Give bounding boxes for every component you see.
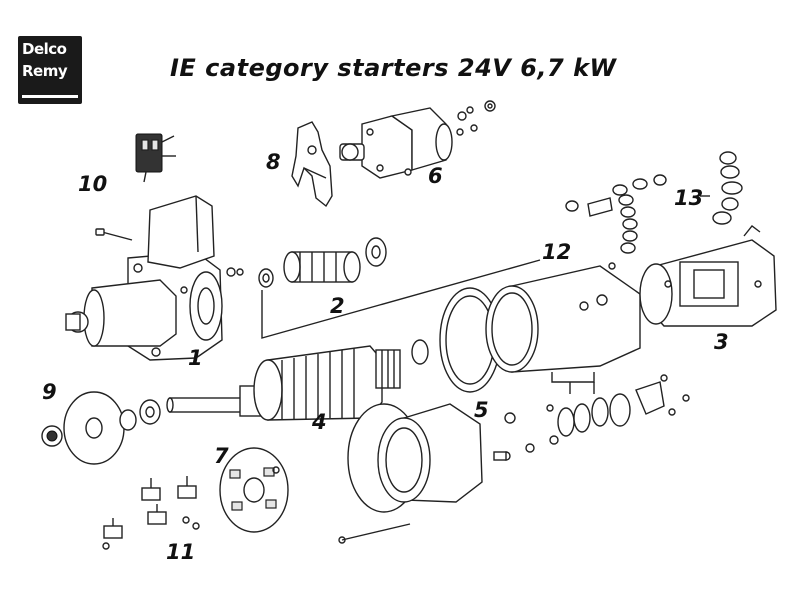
part-1-drive-housing [65, 195, 244, 361]
callout-4: 4 [312, 410, 327, 434]
part-7-brush-plate [219, 447, 289, 533]
part-10-terminal-block [135, 133, 176, 183]
part-6-solenoid [339, 100, 496, 179]
logo-line-1: Delco [22, 40, 67, 58]
callout-6: 6 [428, 164, 443, 188]
part-2-pinion-drive [258, 237, 387, 288]
logo-line-2: Remy [22, 62, 68, 80]
part-seal-rings [546, 372, 690, 437]
callout-3: 3 [714, 330, 729, 354]
callout-13: 13 [674, 186, 704, 210]
part-13-terminal-hardware [700, 151, 743, 225]
callout-1: 1 [188, 346, 203, 370]
callout-2: 2 [330, 294, 345, 318]
callout-9: 9 [42, 380, 57, 404]
delco-remy-logo: Delco Remy [18, 36, 82, 104]
part-5-pole-frame [338, 403, 559, 544]
logo-underline [22, 95, 78, 98]
part-12-washer-stack [565, 174, 667, 254]
part-3-end-frame [639, 225, 777, 327]
callout-10: 10 [78, 172, 108, 196]
part-4-armature [166, 345, 401, 421]
callout-11: 11 [166, 540, 196, 564]
part-8-shift-fork [291, 121, 333, 208]
callout-12: 12 [542, 240, 572, 264]
diagram-title: IE category starters 24V 6,7 kW [170, 54, 617, 82]
part-12-field-frame [411, 262, 641, 393]
part-9-end-plate [41, 391, 161, 465]
callout-5: 5 [474, 398, 489, 422]
callout-8: 8 [266, 150, 281, 174]
callout-7: 7 [214, 444, 229, 468]
part-11-brushes [102, 476, 200, 550]
